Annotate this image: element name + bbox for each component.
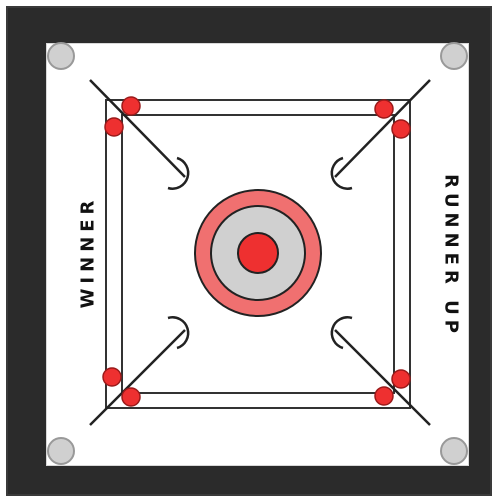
diagonal-top-left xyxy=(90,80,185,177)
pocket-bottom-right xyxy=(441,438,467,464)
center-spot xyxy=(238,233,278,273)
winner-label: WINNER xyxy=(78,196,99,309)
baseline-dot xyxy=(122,388,140,406)
baseline-dot xyxy=(392,370,410,388)
pocket-top-left xyxy=(48,43,74,69)
runner-up-label: RUNNER UP xyxy=(441,174,462,338)
baseline-dot xyxy=(392,120,410,138)
diagonal-top-right xyxy=(335,80,430,177)
baseline-dot xyxy=(375,387,393,405)
pocket-bottom-left xyxy=(48,438,74,464)
diagonal-bottom-right xyxy=(335,330,430,425)
baseline-dot xyxy=(105,118,123,136)
pocket-top-right xyxy=(441,43,467,69)
baseline-dot xyxy=(122,97,140,115)
baseline-dot xyxy=(103,368,121,386)
baseline-dot xyxy=(375,100,393,118)
